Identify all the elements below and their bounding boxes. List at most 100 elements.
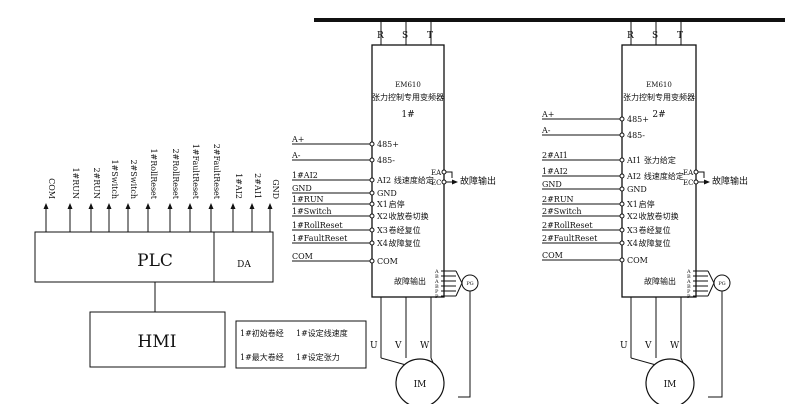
drive1-motor-term-label-2: W	[420, 341, 430, 351]
drive1-ea-wire	[446, 171, 453, 178]
drive1-input-label-5: 1#Switch	[292, 207, 332, 216]
drive2-subtitle: 张力控制专用变频器	[623, 92, 695, 102]
hmi-param-tension: 1#设定张力	[296, 352, 340, 362]
drive1-fault-inner-label: 故障输出	[394, 276, 426, 286]
drive1-motor-u-bend	[380, 357, 407, 366]
drive2-terminal-label-0: 485+	[627, 115, 649, 124]
plc-signal-label-6: 2#RollReset	[171, 148, 180, 199]
drive2-ea-label: EA	[683, 169, 694, 177]
drive1-function-label-6: 卷经复位	[389, 225, 421, 235]
drive1-terminal-label-5: X2	[377, 212, 388, 221]
drive2-supply-label-2: T	[677, 31, 683, 41]
drive2-terminal-label-9: COM	[627, 256, 648, 265]
drive1-ec-label: EC	[431, 179, 441, 187]
hmi-param-initial-diameter: 1#初始卷经	[240, 328, 284, 338]
plc-label: PLC	[137, 251, 173, 271]
drive1-terminal-dot-6	[369, 227, 375, 233]
drive2-encoder-pin-5: P	[687, 294, 691, 300]
drive2-number: 2#	[652, 110, 665, 120]
drive2-input-label-0: A+	[541, 110, 554, 119]
drive1-fault-output-label: 故障输出	[460, 175, 496, 187]
drive1-model: EM610	[395, 81, 421, 89]
drive2-function-label-7: 卷经复位	[639, 225, 671, 235]
drive2-function-label-6: 收放卷切换	[639, 211, 679, 221]
drive2-input-label-5: 2#RUN	[542, 195, 574, 204]
plc-signal-label-4: 2#Switch	[129, 159, 138, 199]
hmi-param-line-speed: 1#设定线速度	[296, 328, 348, 338]
hmi-param-max-diameter: 1#最大卷经	[240, 352, 284, 362]
drive1-supply-label-0: R	[377, 31, 384, 41]
drive1-motor-term-label-1: V	[394, 341, 402, 351]
drive1-motor-circle	[395, 358, 445, 404]
drive2-fault-output-label: 故障输出	[712, 175, 748, 187]
drive1-terminal-dot-5	[369, 213, 375, 219]
drive2-input-label-2: 2#AI1	[542, 151, 568, 160]
da-signal-label-2: GND	[271, 179, 280, 199]
drive2-supply-label-1: S	[652, 31, 658, 41]
drive2-ea-wire	[698, 171, 705, 178]
drive1-terminal-label-6: X3	[377, 226, 388, 235]
drive2-encoder-pin-3: B	[687, 284, 691, 290]
drive2-encoder-pin-1: B	[687, 274, 691, 280]
drive1-terminal-label-0: 485+	[377, 140, 399, 149]
drive1-input-label-6: 1#RollReset	[292, 221, 343, 230]
plc-out-8-arrow	[208, 203, 214, 209]
drive1-encoder-pin-5: P	[435, 294, 439, 300]
drive2-ec-label: EC	[683, 179, 693, 187]
drive2-motor-label: IM	[664, 380, 677, 390]
drive2-terminal-label-8: X4	[627, 239, 638, 248]
drive1-function-label-2: 线速度给定	[394, 175, 434, 185]
drive2-encoder-pin-2: A	[686, 279, 691, 285]
drive2-terminal-label-3: AI2	[626, 172, 641, 181]
drive2-motor-term-label-2: W	[670, 341, 680, 351]
plc-signal-label-8: 2#FaultReset	[212, 144, 221, 200]
drive2-function-label-2: 张力给定	[644, 155, 676, 165]
drive1-input-label-1: A-	[291, 151, 301, 160]
plc-out-5-arrow	[145, 203, 151, 209]
drive2-terminal-dot-2	[619, 157, 625, 163]
drive1-input-label-7: 1#FaultReset	[292, 234, 348, 243]
plc-signal-label-3: 1#Switch	[110, 159, 119, 199]
plc-signal-label-5: 1#RollReset	[149, 148, 158, 199]
drive2-motor-circle	[645, 358, 695, 404]
drive2-terminal-label-2: AI1	[626, 156, 641, 165]
drive2-terminal-label-4: GND	[627, 185, 647, 194]
drive1-supply-label-2: T	[427, 31, 433, 41]
drive1-input-label-2: 1#AI2	[292, 171, 318, 180]
drive2-input-label-7: 2#RollReset	[542, 221, 593, 230]
hmi-box	[89, 311, 226, 368]
drive1-terminal-dot-2	[369, 177, 375, 183]
drive2-input-label-9: COM	[542, 251, 563, 260]
drive1-terminal-dot-1	[369, 157, 375, 163]
drive1-ec-dot	[441, 179, 447, 185]
drive1-terminal-label-7: X4	[377, 239, 388, 248]
drive2-terminal-dot-8	[619, 240, 625, 246]
drive1-terminal-label-1: 485-	[377, 156, 395, 165]
drive2-encoder-bundle	[707, 270, 715, 297]
drive2-terminal-dot-5	[619, 201, 625, 207]
drive1-ea-dot	[441, 169, 447, 175]
drive2-terminal-dot-9	[619, 257, 625, 263]
plc-signal-label-1: 1#RUN	[71, 167, 80, 199]
drive2-pg-link	[708, 291, 723, 398]
drive2-ec-dot	[693, 179, 699, 185]
drive1-terminal-dot-3	[369, 190, 375, 196]
drive2-input-label-6: 2#Switch	[542, 207, 582, 216]
drive2-terminal-label-1: 485-	[627, 131, 645, 140]
hmi-block: HMI 1#初始卷经 1#设定线速度 1#最大卷经 1#设定张力	[89, 311, 367, 369]
drive1-input-label-3: GND	[292, 184, 312, 193]
drive1-terminal-dot-8	[369, 258, 375, 264]
plc-out-1-arrow	[67, 203, 73, 209]
drive2-terminal-dot-6	[619, 213, 625, 219]
plc-out-0-arrow	[43, 203, 49, 209]
plc-box	[34, 231, 274, 283]
da-out-1-arrow	[249, 203, 255, 209]
plc-signal-label-0: COM	[47, 178, 56, 199]
drive2-terminal-dot-3	[619, 173, 625, 179]
drive2-ec-wire-arrow	[704, 179, 710, 185]
drive1-function-label-4: 启停	[389, 199, 405, 209]
